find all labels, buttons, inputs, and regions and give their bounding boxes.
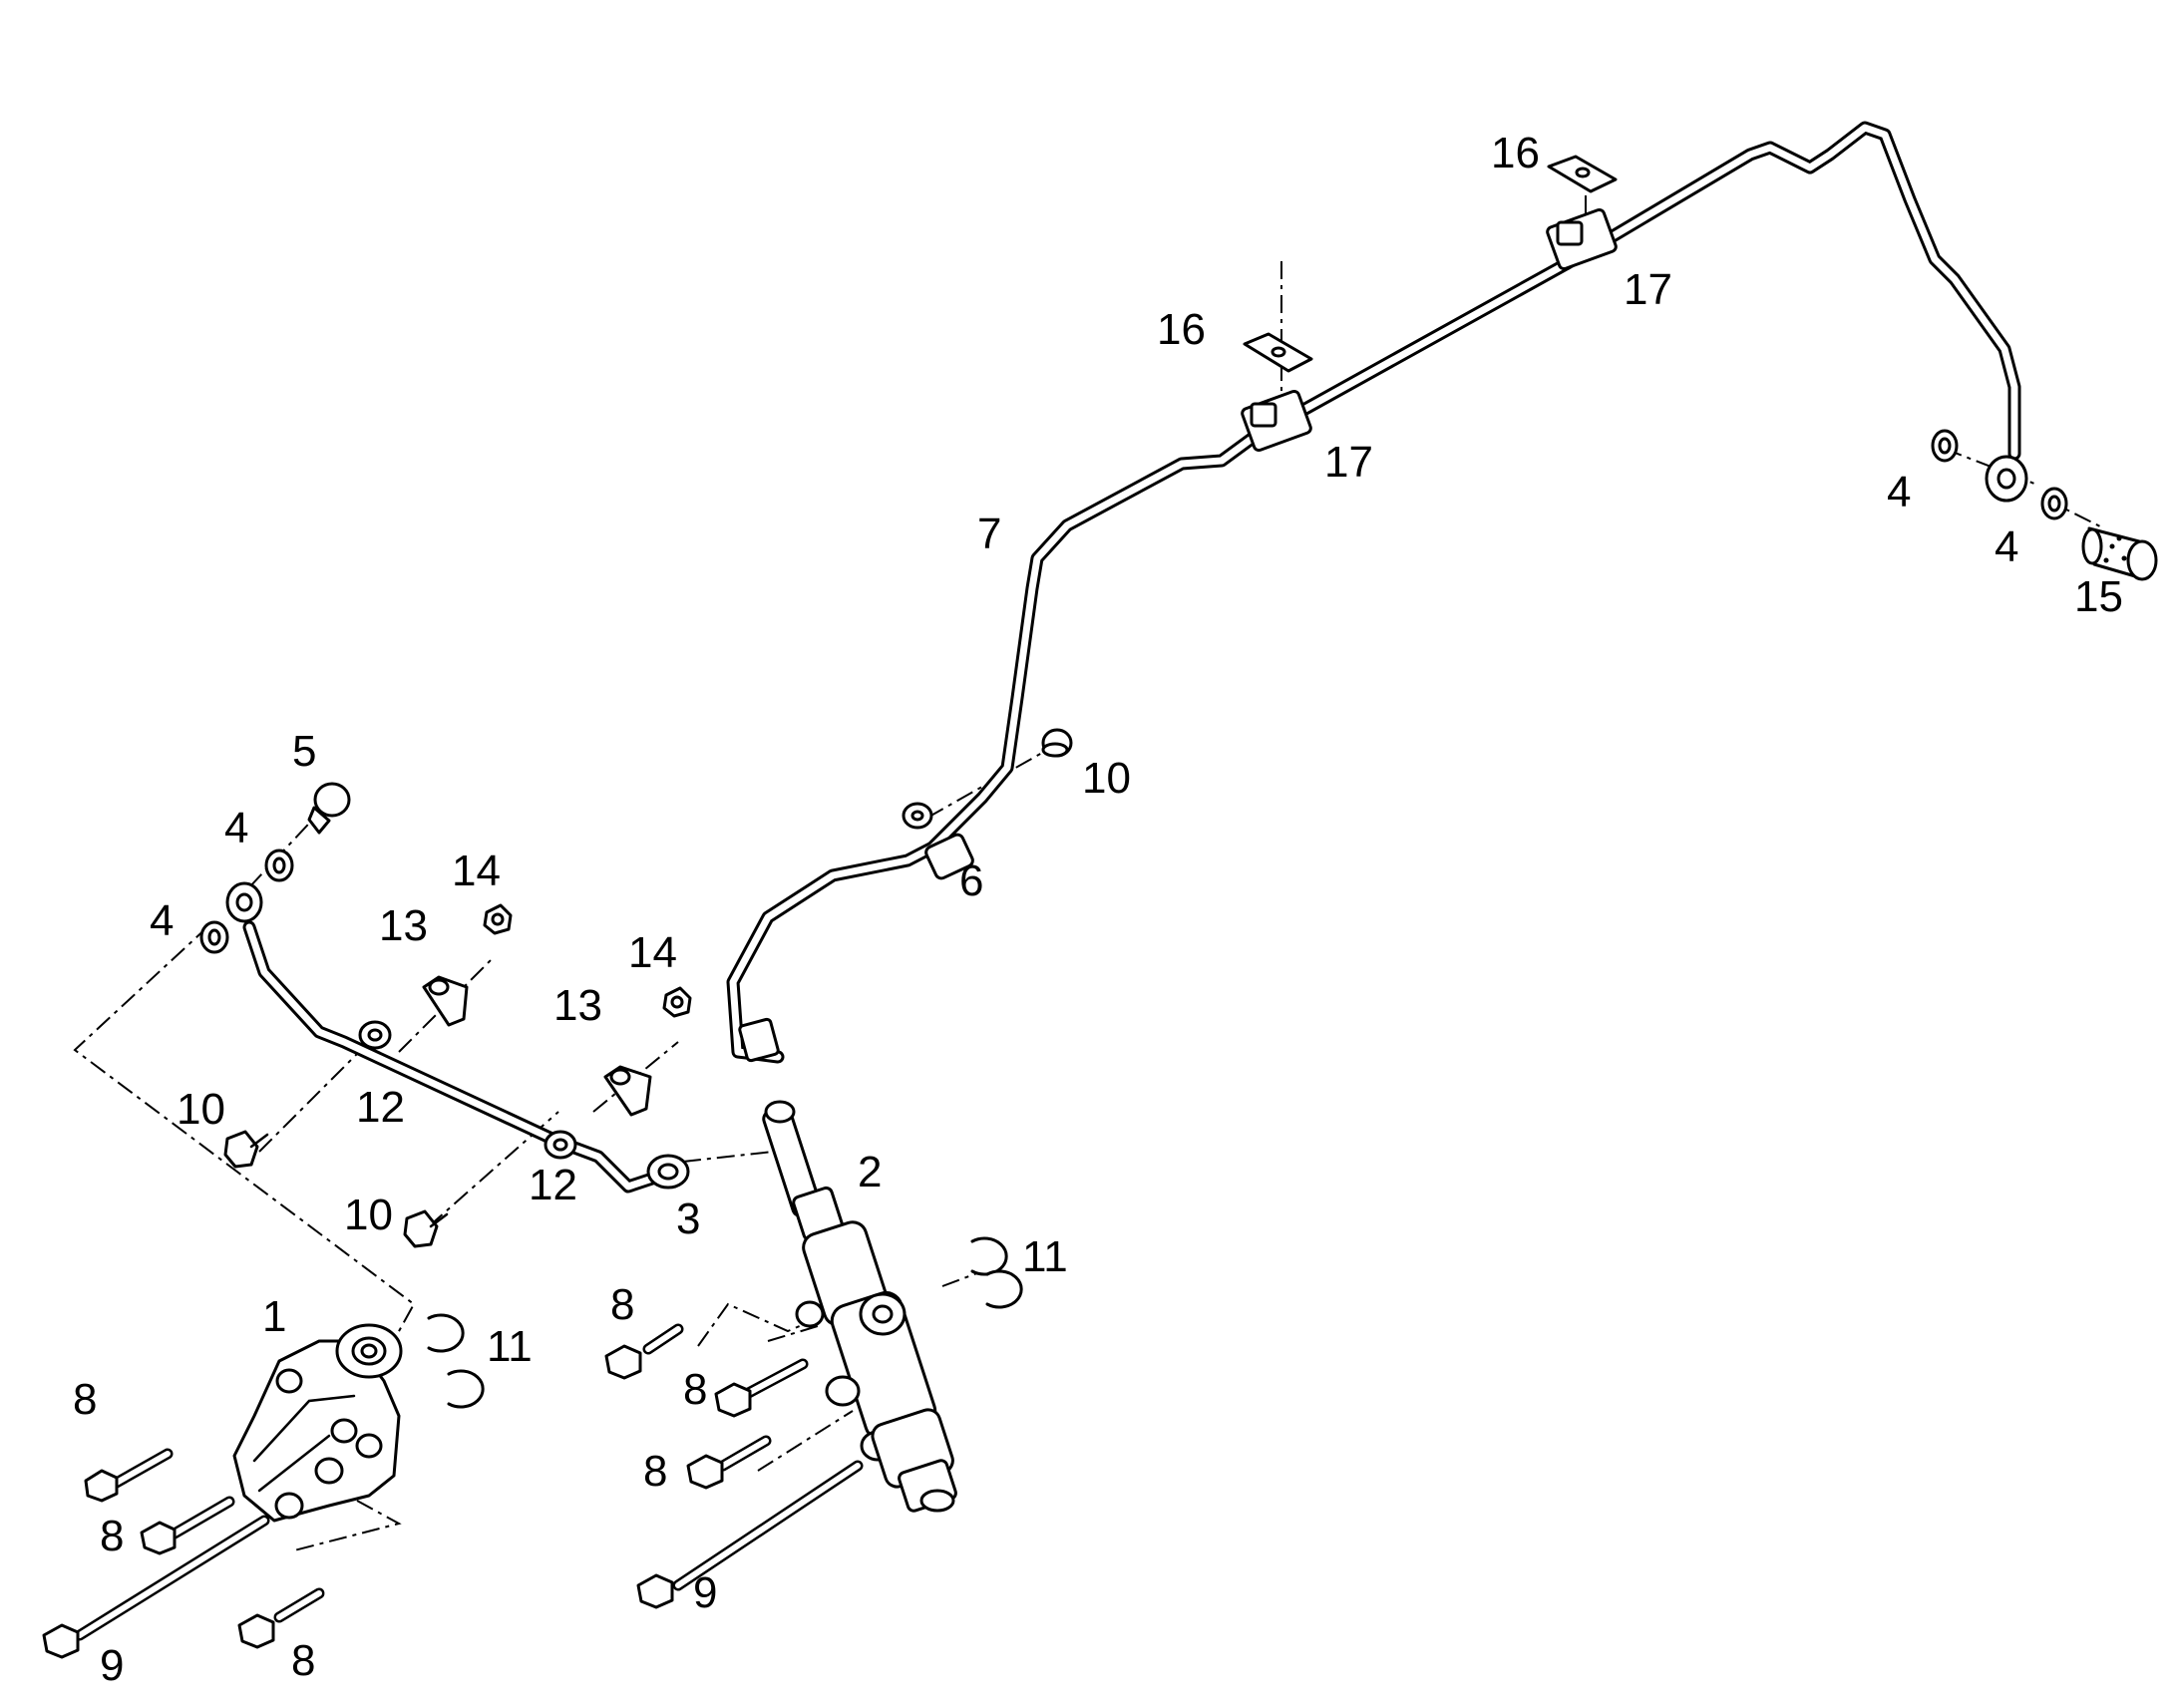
banjo-bolt-5 <box>307 782 351 835</box>
callout-7: 7 <box>977 510 1001 558</box>
clamp-plate-16-upper <box>1547 155 1618 193</box>
callout-1: 1 <box>262 1292 286 1341</box>
bolt-8-a <box>84 1448 174 1503</box>
bolt-10-middle <box>403 1209 449 1248</box>
pipe-clip-6 <box>902 802 974 880</box>
bolt-8-f <box>686 1435 772 1490</box>
clamp-plate-16-lower <box>1243 332 1313 373</box>
callout-4-left-lower: 4 <box>150 896 174 945</box>
callout-17-upper: 17 <box>1624 265 1672 314</box>
grommet-12-left <box>358 1020 392 1050</box>
bolt-10-left <box>223 1130 269 1169</box>
callout-labels: 1 2 3 4 4 4 4 5 6 7 8 8 8 8 8 8 8 9 9 10… <box>73 129 2123 1690</box>
bolt-8-d <box>604 1323 684 1380</box>
callout-8-f: 8 <box>643 1447 667 1496</box>
callout-10-upper: 10 <box>1082 754 1131 803</box>
bolt-8-c <box>237 1587 325 1649</box>
washer-4-right-b <box>2040 487 2068 520</box>
bolt-10-upper <box>1041 728 1073 758</box>
bolt-9-b <box>636 1460 864 1609</box>
circlip-11-d <box>447 1369 485 1409</box>
brake-line-short <box>242 920 665 1194</box>
callout-14-left: 14 <box>452 847 501 895</box>
bracket-13-left <box>422 975 469 1027</box>
callout-3: 3 <box>676 1195 700 1243</box>
bolt-8-e <box>714 1358 809 1418</box>
callout-13-right: 13 <box>553 981 602 1030</box>
callout-4-right-upper: 4 <box>1887 468 1911 516</box>
caliper-assembly-1 <box>232 1323 403 1523</box>
nut-14-left <box>483 903 513 935</box>
nut-14-right <box>662 986 692 1018</box>
callout-8-a: 8 <box>73 1375 97 1424</box>
brake-line-long <box>726 121 2021 1064</box>
callout-6: 6 <box>959 856 983 905</box>
banjo-bolt-15 <box>2081 526 2158 581</box>
pipe-clamp-17-lower <box>1241 389 1312 453</box>
circlip-11-b <box>985 1269 1023 1309</box>
bolt-8-b <box>140 1496 235 1555</box>
washer-4-left-a <box>199 920 229 954</box>
callout-16-lower: 16 <box>1157 305 1206 354</box>
callout-8-b: 8 <box>100 1512 124 1560</box>
callout-8-e: 8 <box>683 1365 707 1414</box>
circlip-11-a <box>970 1236 1008 1276</box>
callout-4-left-upper: 4 <box>224 804 248 853</box>
callout-2: 2 <box>858 1148 882 1196</box>
callout-14-right: 14 <box>628 928 677 977</box>
callout-9-left: 9 <box>100 1641 124 1690</box>
circlip-11-c <box>427 1313 465 1353</box>
banjo-fitting-left <box>225 881 263 923</box>
washer-4-left-b <box>264 849 294 882</box>
banjo-fitting-right <box>1985 455 2028 503</box>
callout-16-upper: 16 <box>1491 129 1540 177</box>
callout-11-right: 11 <box>1022 1232 1068 1281</box>
callout-8-c: 8 <box>291 1636 315 1685</box>
callout-9-right: 9 <box>693 1568 717 1617</box>
callout-17-lower: 17 <box>1324 438 1373 487</box>
callout-12-right: 12 <box>529 1161 577 1209</box>
pipe-nut-3 <box>646 1154 690 1190</box>
callout-12-left: 12 <box>356 1083 405 1132</box>
pipe-clamp-17-upper <box>1546 207 1618 271</box>
callout-8-d: 8 <box>610 1280 634 1329</box>
callout-15: 15 <box>2074 572 2123 621</box>
callout-4-right-lower: 4 <box>1995 522 2018 571</box>
callout-10-middle: 10 <box>344 1191 393 1239</box>
bracket-13-right <box>603 1065 652 1117</box>
callout-5: 5 <box>292 727 316 776</box>
grommet-12-right <box>544 1130 577 1160</box>
callout-11-left: 11 <box>487 1322 533 1371</box>
washer-4-right-a <box>1931 429 1959 463</box>
callout-10-left: 10 <box>177 1085 225 1134</box>
callout-13-left: 13 <box>379 901 428 950</box>
bolt-9-a <box>42 1515 270 1659</box>
master-cylinder-2 <box>738 1017 957 1513</box>
